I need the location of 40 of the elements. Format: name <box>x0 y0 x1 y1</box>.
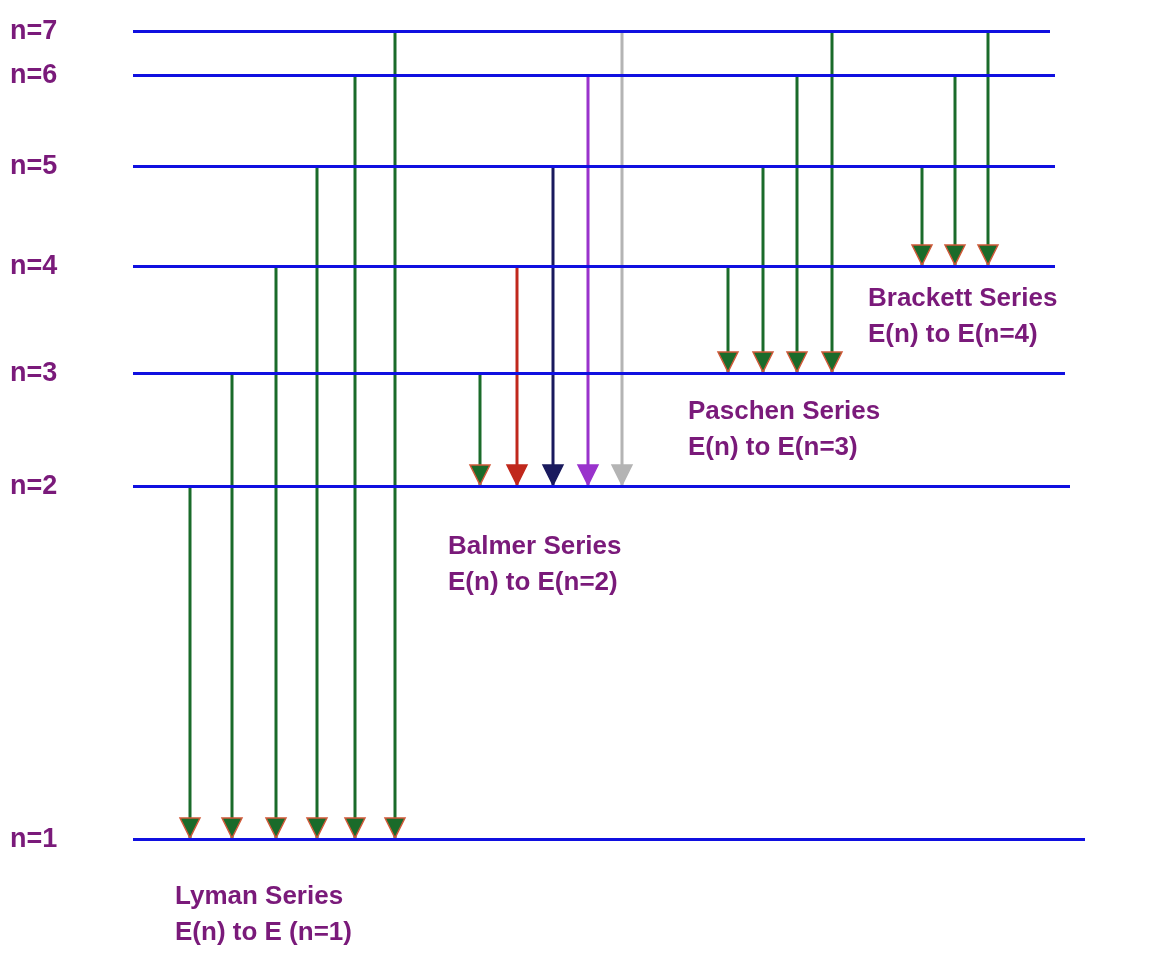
energy-level-line <box>133 485 1070 488</box>
series-name: Balmer Series <box>448 530 622 560</box>
transition-arrow <box>577 77 599 486</box>
level-label: n=7 <box>10 15 58 45</box>
energy-level-line <box>133 74 1055 77</box>
transition-arrow <box>752 168 774 373</box>
level-label: n=3 <box>10 357 58 387</box>
level-label: n=6 <box>10 59 58 89</box>
transition-arrow <box>944 77 966 266</box>
transition-arrow <box>821 33 843 373</box>
series-name: Brackett Series <box>868 282 1058 312</box>
series-formula: E(n) to E(n=2) <box>448 566 618 596</box>
level-label: n=4 <box>10 250 58 280</box>
energy-level-line <box>133 838 1085 841</box>
energy-level-line <box>133 265 1055 268</box>
energy-level-line <box>133 30 1050 33</box>
transition-arrow <box>977 33 999 266</box>
transition-arrow <box>911 168 933 266</box>
transition-arrow <box>506 268 528 486</box>
level-label: n=2 <box>10 470 58 500</box>
series-formula: E(n) to E (n=1) <box>175 916 352 946</box>
transition-arrow <box>306 168 328 839</box>
level-label: n=5 <box>10 150 58 180</box>
series-formula: E(n) to E(n=4) <box>868 318 1038 348</box>
series-name: Lyman Series <box>175 880 344 910</box>
energy-level-line <box>133 372 1065 375</box>
transition-arrow <box>344 77 366 839</box>
series-name: Paschen Series <box>688 395 881 425</box>
level-label: n=1 <box>10 823 58 853</box>
transition-arrow <box>717 268 739 373</box>
series-formula: E(n) to E(n=3) <box>688 431 858 461</box>
transition-arrow <box>384 33 406 839</box>
transition-arrow <box>469 375 491 486</box>
transition-arrow <box>611 33 633 486</box>
transition-arrow <box>542 168 564 486</box>
transition-arrow <box>221 375 243 839</box>
energy-level-line <box>133 165 1055 168</box>
transition-arrow <box>786 77 808 373</box>
transition-arrow <box>179 488 201 839</box>
transition-arrow <box>265 268 287 839</box>
